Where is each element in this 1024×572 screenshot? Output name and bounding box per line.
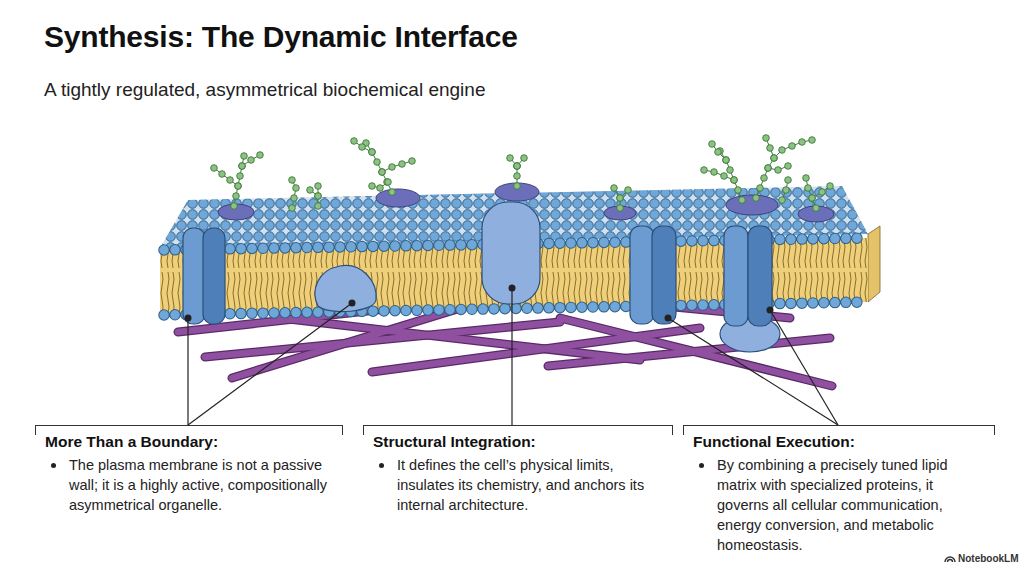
glycan-chain xyxy=(310,190,318,196)
leader-dot xyxy=(665,315,672,322)
leader-line xyxy=(770,310,838,425)
leader-dot xyxy=(767,307,774,314)
leader-line xyxy=(511,288,512,425)
glycan-chain xyxy=(812,186,830,198)
glycoprotein xyxy=(604,206,636,220)
glycan-chain xyxy=(292,180,296,208)
integral-protein xyxy=(482,202,540,304)
callout-body: The plasma membrane is not a passive wal… xyxy=(69,455,335,515)
glycan-chain xyxy=(704,170,734,180)
leader-line xyxy=(188,303,352,425)
bullet-dot xyxy=(379,463,384,468)
bullet-row: It defines the cell’s physical limits, i… xyxy=(373,455,665,515)
glycoprotein xyxy=(218,204,254,220)
callout-box: Functional Execution: By combining a prec… xyxy=(683,425,995,555)
glycan-chain xyxy=(234,156,244,206)
callout-heading: Functional Execution: xyxy=(693,432,987,452)
glycan-chain xyxy=(756,140,812,198)
leader-dot xyxy=(349,300,356,307)
glycan-chain xyxy=(372,182,388,188)
watermark-icon xyxy=(945,557,955,562)
membrane-proteins xyxy=(183,202,780,352)
bullet-row: The plasma membrane is not a passive wal… xyxy=(45,455,335,515)
callout-heading: Structural Integration: xyxy=(373,432,665,452)
glycoprotein xyxy=(726,195,778,215)
glycan-chain xyxy=(354,141,372,152)
glycan-chain xyxy=(242,155,260,166)
leader-line xyxy=(187,318,188,425)
glycan-chain xyxy=(712,144,726,160)
bullet-dot xyxy=(51,463,56,468)
glycan-chain xyxy=(614,188,620,208)
glycan-chain xyxy=(620,190,628,198)
bullet-row: By combining a precisely tuned lipid mat… xyxy=(693,455,987,555)
watermark: NotebookLM xyxy=(958,553,1019,564)
icon-arc xyxy=(948,560,953,563)
glycan-chain xyxy=(782,180,788,200)
glycan-chain xyxy=(366,143,392,192)
subtitle: A tightly regulated, asymmetrical bioche… xyxy=(44,79,485,101)
callout-body: It defines the cell’s physical limits, i… xyxy=(397,455,665,515)
leader-dots xyxy=(185,285,774,322)
channel-protein xyxy=(203,228,225,324)
callout-box: More Than a Boundary: The plasma membrane… xyxy=(35,425,343,515)
actin-rod xyxy=(372,328,700,372)
channel-protein xyxy=(724,226,748,326)
channel-protein xyxy=(652,226,676,324)
channel-protein xyxy=(183,228,205,324)
glycoprotein xyxy=(376,189,420,207)
diagram-title: Synthesis: The Dynamic Interface xyxy=(44,20,518,54)
glycan-chain xyxy=(510,158,517,166)
callout-body: By combining a precisely tuned lipid mat… xyxy=(717,455,987,555)
glycan-chain xyxy=(766,138,774,158)
channel-protein xyxy=(630,226,654,324)
callout-heading: More Than a Boundary: xyxy=(45,432,335,452)
peripheral-protein xyxy=(315,265,376,311)
callout-box: Structural Integration: It defines the ce… xyxy=(363,425,673,515)
membrane-side xyxy=(868,226,880,302)
glycan-chain xyxy=(517,158,524,166)
glycan-chain xyxy=(768,166,788,170)
actin-rod xyxy=(548,338,830,366)
leader-lines xyxy=(188,288,838,425)
bullet-dot xyxy=(699,463,704,468)
glycan-chain xyxy=(806,178,816,208)
glycan-chain xyxy=(517,166,518,186)
glycan-chain xyxy=(382,161,412,172)
glycan-chains xyxy=(214,138,830,208)
leader-dot xyxy=(509,285,516,292)
leader-line xyxy=(668,318,838,425)
leader-dot xyxy=(185,315,192,322)
icon-arc xyxy=(945,557,955,562)
glycan-chain xyxy=(214,168,238,186)
glycoprotein xyxy=(798,206,834,222)
